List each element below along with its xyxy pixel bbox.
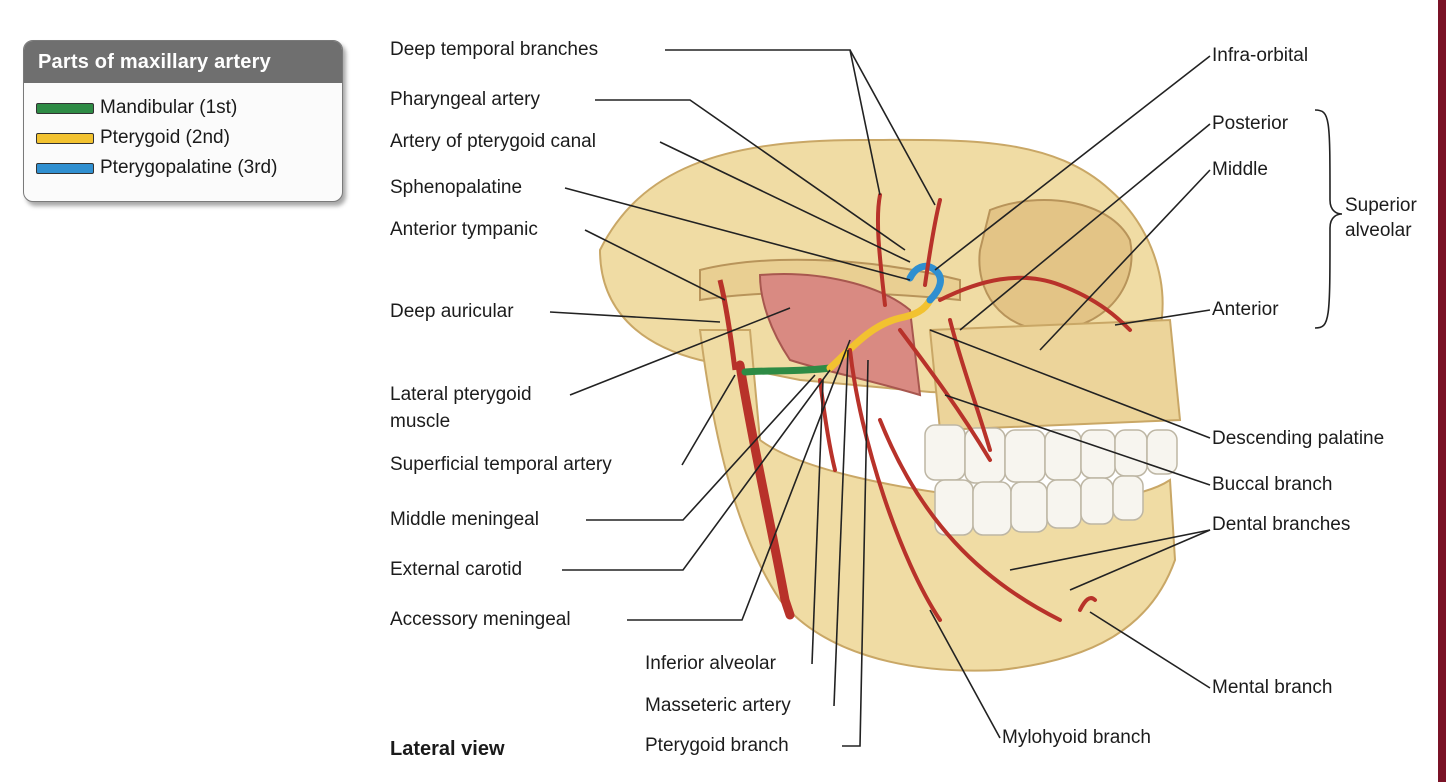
superficial-temporal-artery xyxy=(717,279,738,371)
artery-branches xyxy=(818,193,1132,622)
leader-lines xyxy=(549,49,1343,747)
label-deep-auricular: Deep auricular xyxy=(390,301,514,322)
edge-strip xyxy=(1438,0,1446,782)
label-descending-palatine: Descending palatine xyxy=(1212,428,1385,449)
upper-teeth xyxy=(924,424,1178,484)
label-anterior: Anterior xyxy=(1212,299,1279,320)
label-anterior-tympanic: Anterior tympanic xyxy=(390,219,538,240)
lateral-pterygoid-muscle xyxy=(758,273,922,397)
label-posterior: Posterior xyxy=(1212,113,1289,134)
label-superior: Superior xyxy=(1345,195,1417,216)
legend-item-pterygopalatine: Pterygopalatine (3rd) xyxy=(24,153,342,183)
label-alveolar: alveolar xyxy=(1345,220,1412,241)
label-pharyngeal-artery: Pharyngeal artery xyxy=(390,89,540,110)
label-artery-of-pterygoid-canal: Artery of pterygoid canal xyxy=(390,131,596,152)
maxillary-segment-mandibular xyxy=(741,364,834,376)
label-infra-orbital: Infra-orbital xyxy=(1212,45,1309,66)
external-carotid-artery xyxy=(735,360,795,620)
legend-label-pterygoid: Pterygoid (2nd) xyxy=(100,127,230,148)
label-external-carotid: External carotid xyxy=(390,559,523,580)
maxillary-segment-pterygoid xyxy=(826,296,934,372)
label-mylohyoid-branch: Mylohyoid branch xyxy=(1002,727,1151,748)
legend-item-mandibular: Mandibular (1st) xyxy=(24,93,342,123)
label-middle: Middle xyxy=(1212,159,1268,180)
label-lateral-pterygoid-muscle-line2: muscle xyxy=(390,411,451,432)
label-dental-branches: Dental branches xyxy=(1212,514,1351,535)
legend-label-pterygopalatine: Pterygopalatine (3rd) xyxy=(100,157,278,178)
label-middle-meningeal: Middle meningeal xyxy=(390,509,539,530)
label-accessory-meningeal: Accessory meningeal xyxy=(390,609,571,630)
label-sphenopalatine: Sphenopalatine xyxy=(390,177,523,198)
legend-list: Mandibular (1st) Pterygoid (2nd) Pterygo… xyxy=(24,83,342,183)
legend-swatch-pterygoid xyxy=(36,132,94,144)
legend-box: Parts of maxillary artery Mandibular (1s… xyxy=(23,40,343,202)
label-deep-temporal-branches: Deep temporal branches xyxy=(390,39,599,60)
label-masseteric-artery: Masseteric artery xyxy=(645,695,791,716)
legend-item-pterygoid: Pterygoid (2nd) xyxy=(24,123,342,153)
label-mental-branch: Mental branch xyxy=(1212,677,1333,698)
label-lateral-pterygoid-muscle-line1: Lateral pterygoid xyxy=(390,384,532,405)
legend-label-mandibular: Mandibular (1st) xyxy=(100,97,238,118)
legend-swatch-pterygopalatine xyxy=(36,162,94,174)
label-pterygoid-branch: Pterygoid branch xyxy=(645,735,789,756)
label-superficial-temporal-artery: Superficial temporal artery xyxy=(390,454,612,475)
label-buccal-branch: Buccal branch xyxy=(1212,474,1333,495)
legend-title: Parts of maxillary artery xyxy=(24,41,342,83)
legend-swatch-mandibular xyxy=(36,102,94,114)
view-label: Lateral view xyxy=(390,738,505,760)
lower-teeth xyxy=(934,475,1144,536)
label-inferior-alveolar: Inferior alveolar xyxy=(645,653,776,674)
